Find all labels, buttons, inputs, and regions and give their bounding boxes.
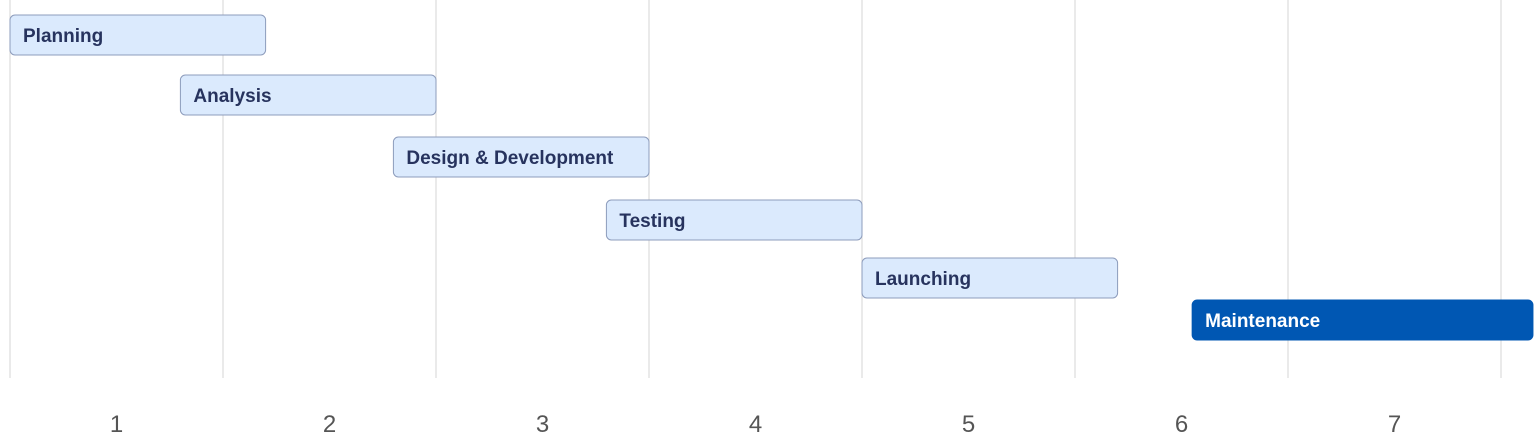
task-label: Maintenance	[1205, 311, 1320, 332]
task-label: Planning	[23, 26, 103, 47]
task-bar[interactable]: Launching	[861, 257, 1119, 299]
task-bar-rect	[179, 74, 437, 116]
x-tick-label: 5	[962, 411, 975, 438]
x-tick-label: 3	[536, 411, 549, 438]
task-bar-rect	[1191, 299, 1534, 341]
task-bar[interactable]: Analysis	[179, 74, 437, 116]
x-tick-label: 7	[1388, 411, 1401, 438]
task-label: Launching	[875, 269, 971, 290]
task-bar[interactable]: Testing	[605, 199, 863, 241]
task-bar[interactable]: Maintenance	[1191, 299, 1534, 341]
task-bar-rect	[861, 257, 1119, 299]
task-bar[interactable]: Design & Development	[392, 136, 650, 178]
task-bar[interactable]: Planning	[9, 14, 267, 56]
x-tick-label: 1	[110, 411, 123, 438]
task-label: Analysis	[193, 86, 271, 107]
x-tick-label: 4	[749, 411, 762, 438]
task-bar-rect	[392, 136, 650, 178]
x-tick-label: 6	[1175, 411, 1188, 438]
x-tick-label: 2	[323, 411, 336, 438]
task-bar-rect	[605, 199, 863, 241]
task-label: Testing	[619, 211, 685, 232]
task-label: Design & Development	[406, 148, 614, 169]
task-bar-rect	[9, 14, 267, 56]
